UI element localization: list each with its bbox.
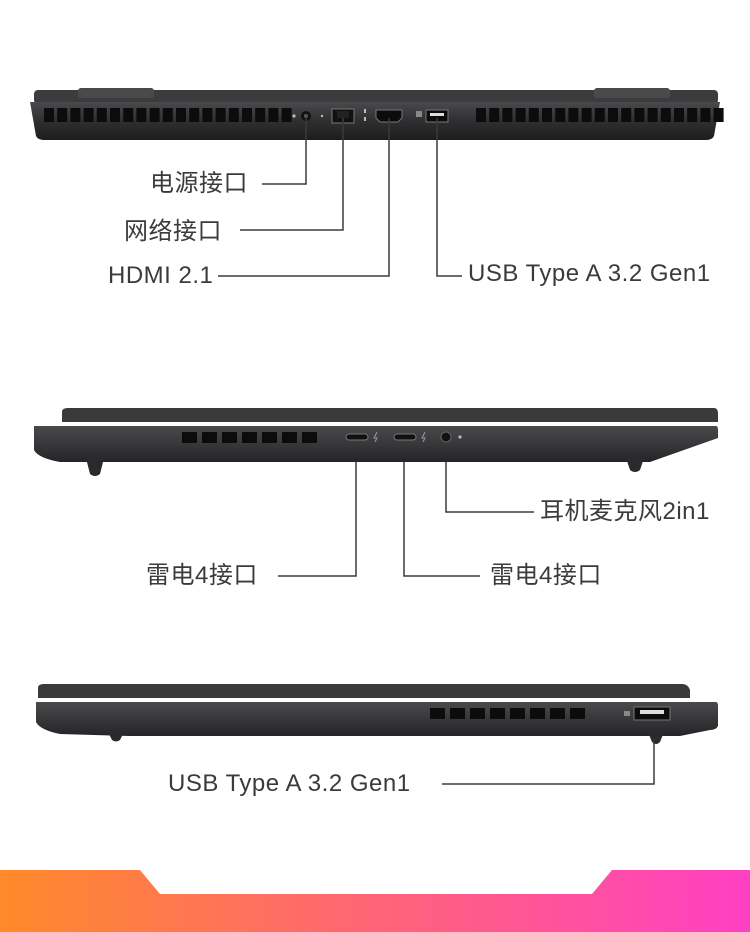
laptop-rear-view xyxy=(30,88,724,140)
vent-slot xyxy=(581,108,592,122)
vent-slot xyxy=(713,108,724,122)
vent-slot xyxy=(70,108,81,122)
vent-slot xyxy=(528,108,539,122)
vent-slot xyxy=(555,108,566,122)
hdmi-port-icon xyxy=(364,109,403,123)
vent-slot xyxy=(222,432,237,443)
vent-slot xyxy=(110,108,120,122)
vent-slot xyxy=(162,108,173,122)
usb-a-port-side-icon xyxy=(624,706,671,721)
label-audio-jack: 耳机麦克风2in1 xyxy=(540,498,710,525)
vent-slot xyxy=(502,108,513,122)
vent-slot xyxy=(176,108,186,122)
laptop-left-view xyxy=(34,408,718,476)
vent-slot xyxy=(44,108,54,122)
vent-slot xyxy=(255,108,266,122)
usb-a-port-icon xyxy=(416,109,449,123)
vent-slot xyxy=(182,432,197,443)
thunderbolt-port-2-icon xyxy=(393,431,426,443)
vent-slot xyxy=(202,432,217,443)
vent-slot xyxy=(490,708,505,719)
rear-leader-lines xyxy=(218,118,462,277)
vent-slot xyxy=(302,432,317,443)
label-usb-a-rear: USB Type A 3.2 Gen1 xyxy=(468,260,711,287)
vent-slot xyxy=(268,108,279,122)
vent-slot xyxy=(647,108,658,122)
vent-slot xyxy=(470,708,485,719)
vent-slot xyxy=(687,108,698,122)
vent-slot xyxy=(634,108,645,122)
label-usb-a-side: USB Type A 3.2 Gen1 xyxy=(168,770,411,797)
vent-slot xyxy=(123,108,134,122)
vent-slot xyxy=(568,108,579,122)
vent-slot xyxy=(242,108,252,122)
vent-slot xyxy=(594,108,605,122)
vent-slot xyxy=(228,108,239,122)
vent-slot xyxy=(149,108,160,122)
vent-slot xyxy=(476,108,486,122)
right-leader-lines xyxy=(442,738,655,785)
vent-slot xyxy=(621,108,632,122)
gradient-footer-banner xyxy=(0,870,750,932)
vent-slot xyxy=(83,108,94,122)
vent-slot xyxy=(189,108,200,122)
left-leader-lines xyxy=(278,462,534,577)
label-power-port: 电源接口 xyxy=(150,170,248,197)
label-hdmi-port: HDMI 2.1 xyxy=(108,262,214,289)
vent-slot xyxy=(542,108,552,122)
label-thunderbolt-1: 雷电4接口 xyxy=(146,562,258,589)
vent-slot xyxy=(202,108,213,122)
vent-slot xyxy=(570,708,585,719)
rear-vent-right xyxy=(476,108,724,122)
vent-slot xyxy=(215,108,226,122)
rear-vent-left xyxy=(44,108,292,122)
vent-slot xyxy=(550,708,565,719)
thunderbolt-port-1-icon xyxy=(345,431,378,443)
vent-slot xyxy=(96,108,107,122)
laptop-right-view xyxy=(36,684,718,744)
right-side-vent xyxy=(430,708,585,719)
vent-slot xyxy=(57,108,68,122)
label-ethernet-port: 网络接口 xyxy=(124,218,222,245)
vent-slot xyxy=(674,108,684,122)
label-thunderbolt-2: 雷电4接口 xyxy=(490,562,602,589)
vent-slot xyxy=(430,708,445,719)
vent-slot xyxy=(700,108,711,122)
vent-slot xyxy=(608,108,618,122)
vent-slot xyxy=(281,108,292,122)
vent-slot xyxy=(660,108,671,122)
vent-slot xyxy=(450,708,465,719)
vent-slot xyxy=(282,432,297,443)
vent-slot xyxy=(515,108,526,122)
power-port-icon xyxy=(292,111,311,121)
vent-slot xyxy=(242,432,257,443)
vent-slot xyxy=(262,432,277,443)
audio-jack-icon xyxy=(440,431,462,443)
vent-slot xyxy=(136,108,147,122)
vent-slot xyxy=(530,708,545,719)
side-vent xyxy=(182,432,317,443)
vent-slot xyxy=(489,108,500,122)
vent-slot xyxy=(510,708,525,719)
